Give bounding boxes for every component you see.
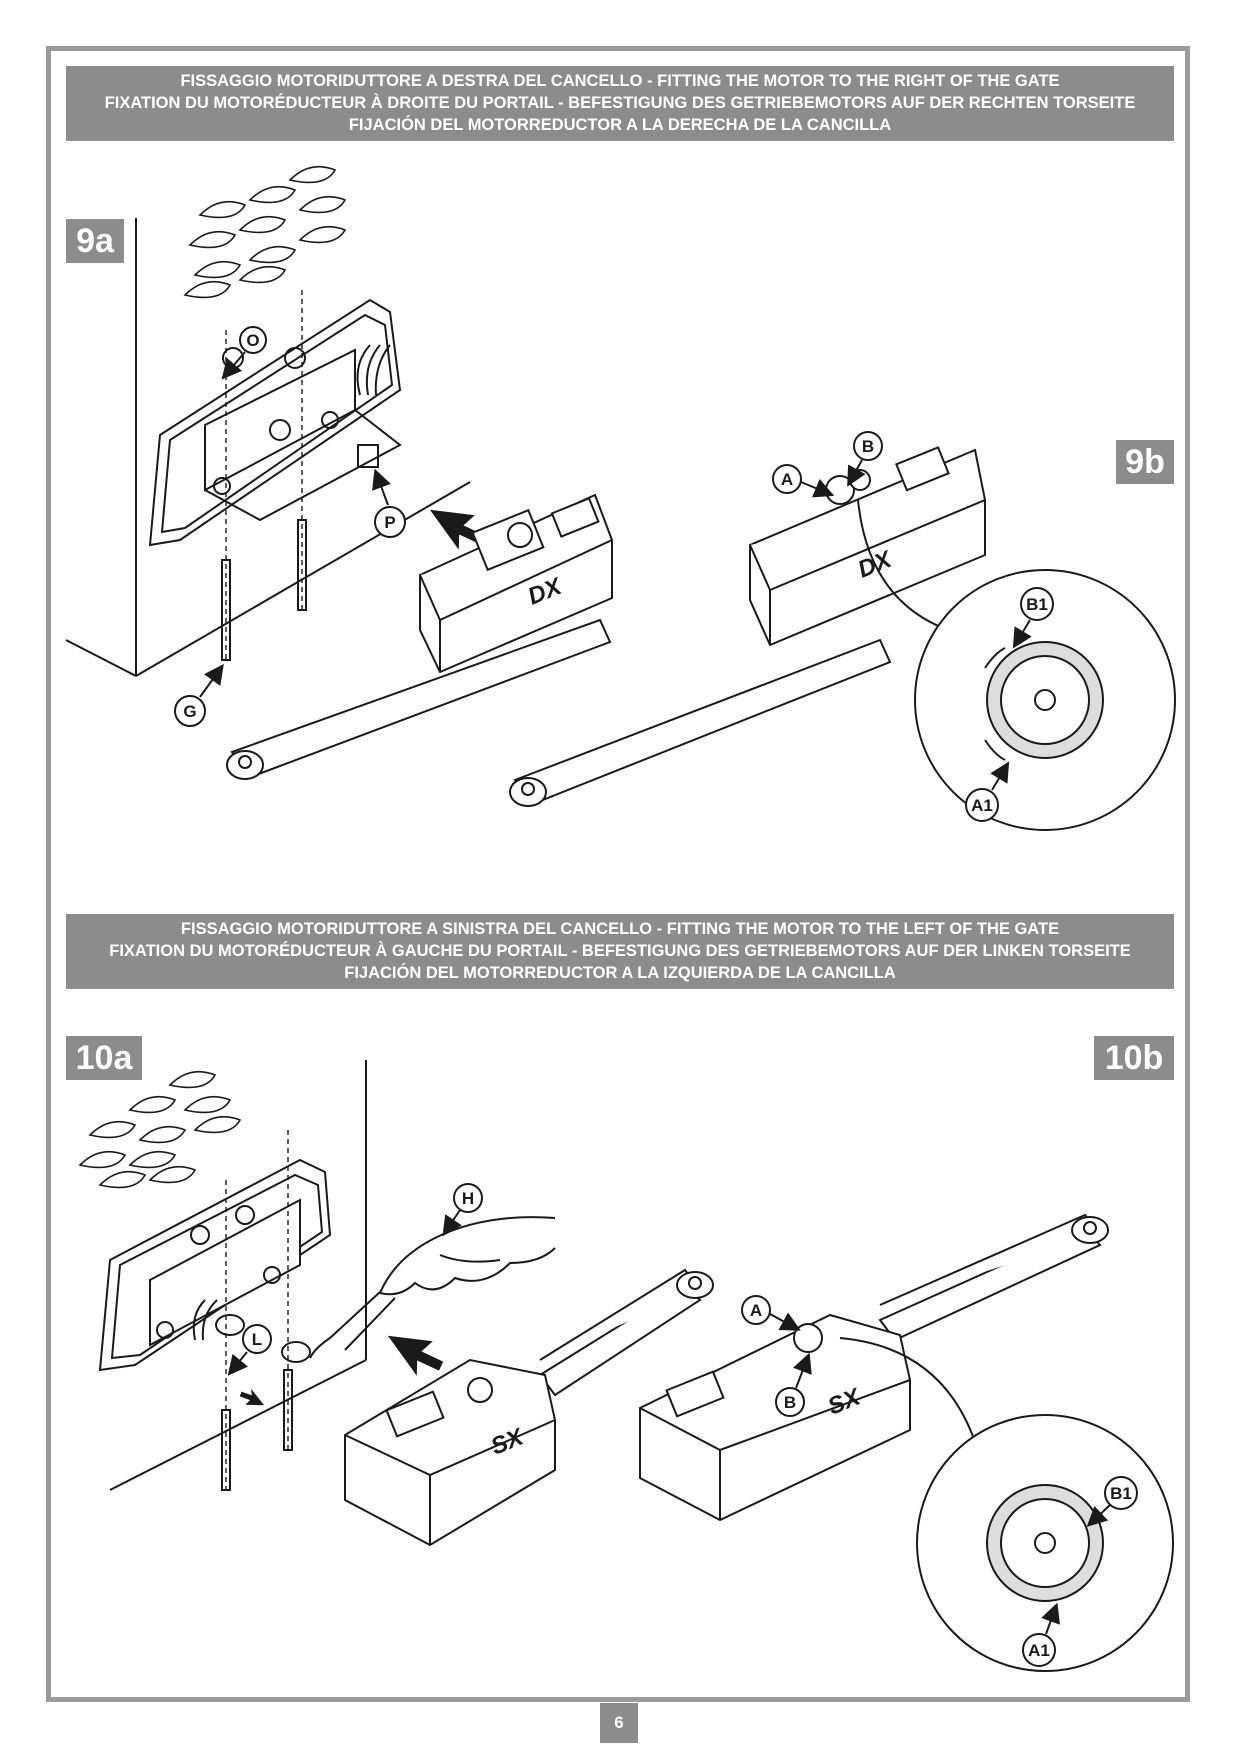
svg-text:A: A — [781, 470, 793, 489]
figure-label-10a: 10a — [66, 1036, 142, 1080]
page-frame — [46, 46, 1190, 1702]
svg-text:B: B — [784, 1393, 796, 1412]
svg-text:L: L — [252, 1330, 262, 1349]
svg-text:A1: A1 — [1028, 1641, 1050, 1660]
callout-a: A — [772, 464, 835, 498]
callout-h: H — [442, 1183, 483, 1237]
figure-label-9b: 9b — [1116, 440, 1174, 484]
svg-text:A: A — [750, 1301, 762, 1320]
callout-g: G — [174, 663, 224, 727]
svg-text:G: G — [183, 702, 196, 721]
callout-a1: A1 — [965, 761, 1010, 822]
banner-line-2: FIXATION DU MOTORÉDUCTEUR À GAUCHE DU PO… — [109, 942, 1131, 960]
insert-arrow-9a — [429, 509, 486, 550]
figure-9a-bracket-drawing — [65, 165, 471, 677]
banner-line-2: FIXATION DU MOTORÉDUCTEUR À DROITE DU PO… — [104, 94, 1136, 112]
banner-line-3: FIJACIÓN DEL MOTORREDUCTOR A LA DERECHA … — [348, 116, 892, 134]
figure-10a-bracket-drawing — [78, 1060, 367, 1491]
callout-o: O — [221, 326, 267, 380]
svg-text:H: H — [462, 1189, 474, 1208]
motor-sx-1 — [344, 1268, 714, 1547]
figure-label-10b: 10b — [1094, 1036, 1174, 1080]
insert-arrow-10a — [239, 1335, 444, 1406]
svg-text:B: B — [862, 437, 874, 456]
motor-dx-1 — [226, 493, 613, 780]
detail-view-9b — [857, 499, 1176, 831]
callout-p: P — [372, 468, 406, 538]
detail-view-10b — [839, 1337, 1174, 1672]
svg-text:O: O — [246, 331, 259, 350]
callout-a-sx: A — [741, 1295, 801, 1331]
hand-with-pliers — [309, 1216, 556, 1359]
svg-text:A1: A1 — [971, 796, 993, 815]
banner-line-1: FISSAGGIO MOTORIDUTTORE A DESTRA DEL CAN… — [180, 72, 1060, 90]
callout-b1-sx: B1 — [1086, 1476, 1138, 1527]
callout-b-sx: B — [775, 1352, 812, 1417]
svg-text:B1: B1 — [1026, 595, 1048, 614]
motor-sx-2 — [639, 1213, 1109, 1522]
section-banner-right: FISSAGGIO MOTORIDUTTORE A DESTRA DEL CAN… — [66, 66, 1174, 141]
callout-b: B — [847, 431, 883, 487]
figure-label-9a: 9a — [66, 219, 124, 263]
callout-l: L — [227, 1324, 272, 1376]
svg-text:B1: B1 — [1110, 1484, 1132, 1503]
svg-text:P: P — [384, 513, 395, 532]
banner-line-3: FIJACIÓN DEL MOTORREDUCTOR A LA IZQUIERD… — [344, 964, 896, 982]
callout-a1-sx: A1 — [1022, 1602, 1060, 1667]
banner-line-1: FISSAGGIO MOTORIDUTTORE A SINISTRA DEL C… — [180, 920, 1060, 938]
section-banner-left: FISSAGGIO MOTORIDUTTORE A SINISTRA DEL C… — [66, 914, 1174, 989]
callout-b1: B1 — [1012, 587, 1054, 649]
page-number: 6 — [600, 1703, 638, 1743]
